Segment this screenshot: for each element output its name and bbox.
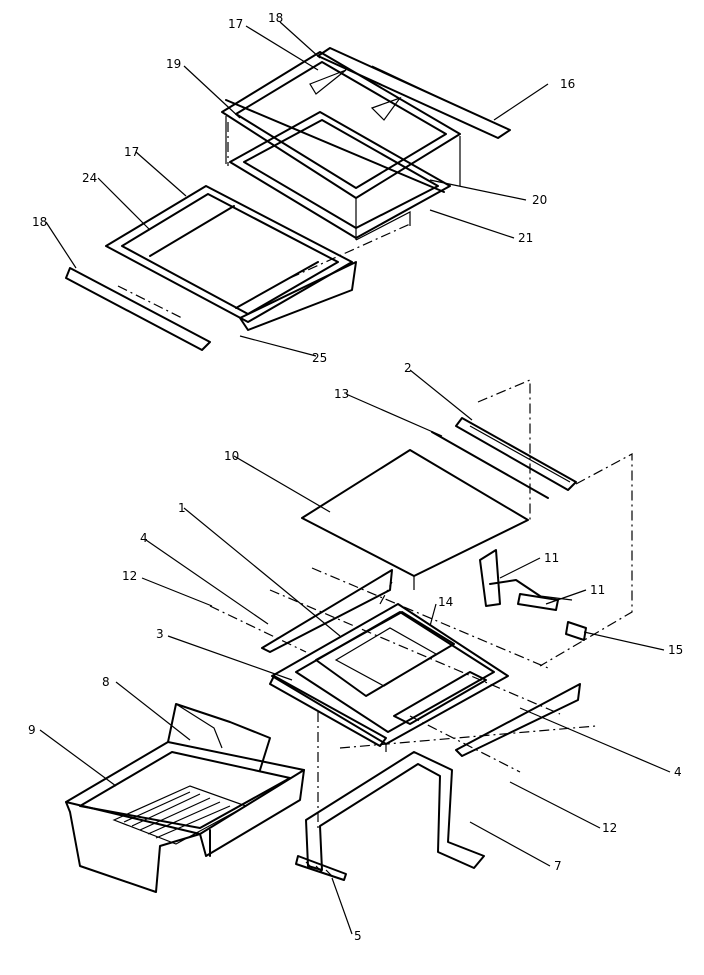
callout-10: 11 (544, 551, 559, 565)
callout-14: 14 (438, 595, 453, 609)
callout-17-text: 17 (124, 145, 139, 159)
callout-20: 18 (268, 11, 283, 25)
lower-crisper-assembly (65, 379, 633, 893)
callout-12-lower: 12 (602, 821, 617, 835)
callout-12-upper: 12 (122, 569, 137, 583)
callout-2: 2 (404, 361, 412, 375)
callout-19: 17 (228, 17, 243, 31)
callout-5: 5 (354, 929, 362, 943)
callout-22: 20 (532, 193, 547, 207)
callout-7: 8 (102, 675, 110, 689)
callout-11-text: 11 (590, 583, 605, 597)
callout-13: 13 (334, 387, 349, 401)
callout-4-lower: 4 (674, 765, 682, 779)
callout-24: 24 (82, 171, 97, 185)
callout-9: 10 (224, 449, 239, 463)
callout-4-upper: 4 (140, 531, 148, 545)
callout-1: 1 (178, 501, 186, 515)
callout-16: 16 (560, 77, 575, 91)
callout-leaders (39, 21, 671, 935)
upper-shelf-assembly (65, 47, 511, 351)
callout-6: 7 (554, 859, 562, 873)
callout-8: 9 (28, 723, 36, 737)
callout-23: 21 (518, 231, 533, 245)
callout-labels: 17 18 19 16 17 24 18 20 21 25 2 13 10 1 … (28, 11, 683, 943)
callout-15: 15 (668, 643, 683, 657)
callout-25: 25 (312, 351, 327, 365)
callout-21: 19 (166, 57, 181, 71)
callout-3: 3 (156, 627, 164, 641)
callout-18-text: 18 (32, 215, 47, 229)
